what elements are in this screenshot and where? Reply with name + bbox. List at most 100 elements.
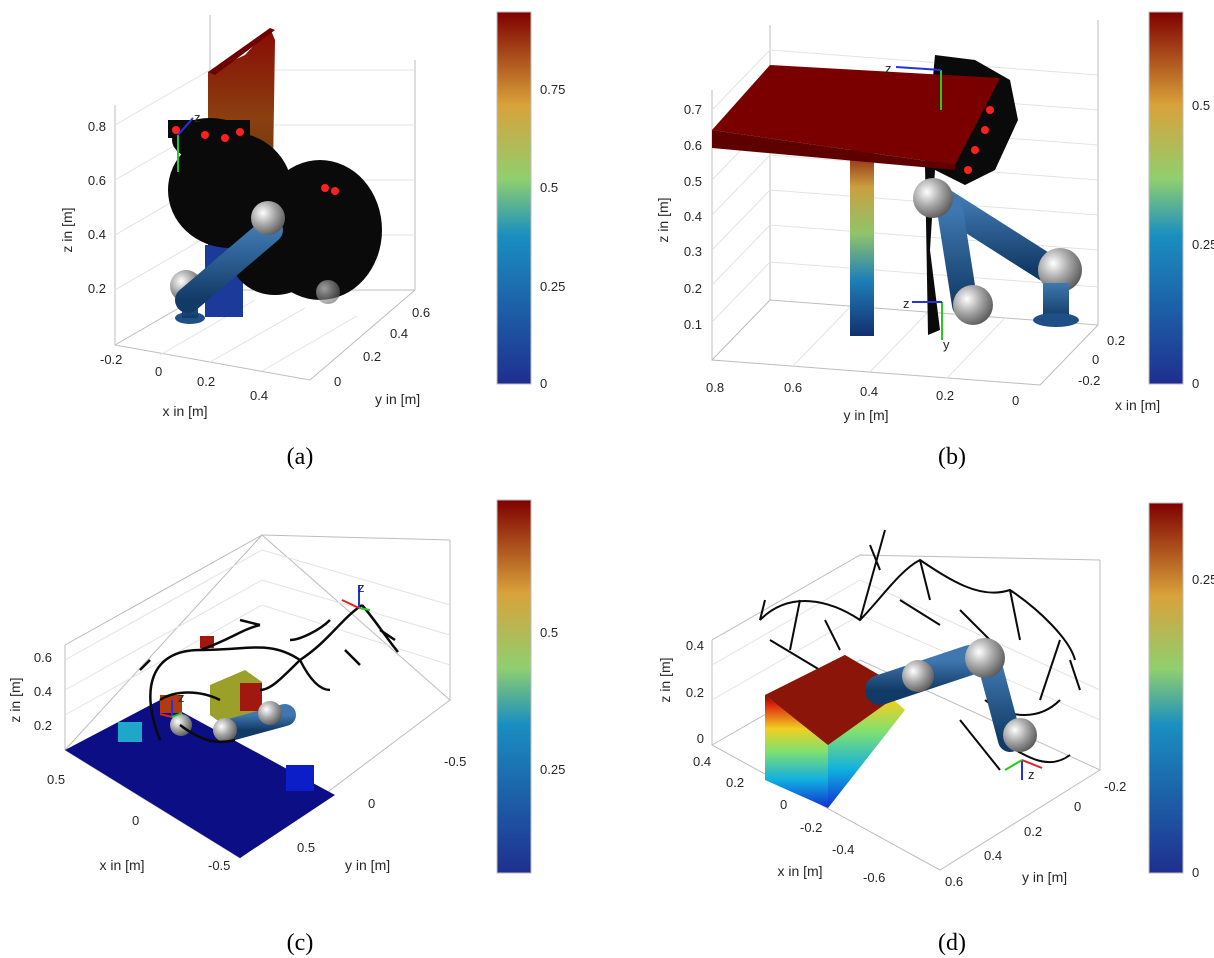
y-tick-label: 0 — [1012, 393, 1019, 408]
panel-a-colorbar: 0 0.25 0.5 0.75 — [496, 11, 565, 391]
y-tick-label: 0 — [368, 796, 375, 811]
z-tick-label: 0.6 — [34, 650, 52, 665]
x-tick-label: 0 — [1092, 352, 1099, 367]
robot-joint — [953, 285, 993, 325]
z-axis-label: z in [m] — [657, 657, 673, 702]
z-tick-label: 0.8 — [88, 119, 106, 134]
x-axis-label: x in [m] — [99, 857, 144, 873]
frame-label: z — [885, 61, 892, 76]
panel-caption: (a) — [287, 444, 314, 470]
z-tick-label: 0.2 — [686, 685, 704, 700]
x-tick-label: 0.2 — [726, 775, 744, 790]
panel-caption: (c) — [287, 930, 314, 956]
panel-c-y-axis: -0.5 0 0.5 y in [m] — [297, 754, 466, 873]
x-tick-label: -0.6 — [863, 870, 885, 885]
x-tick-label: 0 — [780, 797, 787, 812]
colorbar — [496, 11, 532, 385]
robot-base — [1033, 313, 1079, 327]
colorbar-tick-label: 0 — [1192, 865, 1199, 880]
obstacle-box-top — [765, 655, 905, 745]
x-tick-label: 0.4 — [250, 388, 268, 403]
x-tick-label: 0 — [155, 364, 162, 379]
table-top — [712, 65, 1000, 165]
robot-joint — [965, 638, 1005, 678]
x-tick-label: 0.2 — [197, 374, 215, 389]
z-tick-label: 0.7 — [684, 102, 702, 117]
y-tick-label: -0.2 — [1104, 779, 1126, 794]
panel-b-y-axis: 0.8 0.6 0.4 0.2 0 y in [m] — [706, 380, 1019, 423]
robot-joint — [258, 701, 282, 725]
x-tick-label: 0.2 — [1107, 333, 1125, 348]
frame-label: y — [943, 337, 950, 352]
panel-a-y-axis: 0 0.2 0.4 0.6 y in [m] — [334, 305, 430, 407]
x-tick-label: -0.2 — [800, 820, 822, 835]
colorbar-tick-label: 0.5 — [1192, 98, 1210, 113]
frame-label: z — [358, 580, 365, 595]
coordinate-frame: z — [1004, 759, 1043, 782]
robot-joint — [913, 178, 953, 218]
coordinate-frame: z — [341, 580, 371, 611]
panel-a: 0.2 0.4 0.6 0.8 z in [m] -0.2 0 0.2 0.4 … — [59, 11, 565, 470]
x-tick-label: 0 — [132, 813, 139, 828]
robot-link — [175, 217, 283, 313]
z-tick-label: 0.4 — [686, 638, 704, 653]
z-tick-label: 0.5 — [684, 174, 702, 189]
z-tick-label: 0.4 — [88, 227, 106, 242]
y-tick-label: -0.5 — [444, 754, 466, 769]
obstacle-box-side — [765, 695, 828, 808]
y-axis-label: y in [m] — [345, 857, 390, 873]
frame-label: z — [194, 110, 201, 125]
tree-path — [139, 603, 399, 744]
panel-a-scene: z — [168, 28, 382, 324]
y-tick-label: 0.4 — [860, 384, 878, 399]
z-tick-label: 0.6 — [684, 138, 702, 153]
panel-d-scene: z — [759, 529, 1081, 808]
robot-joint — [316, 280, 340, 304]
x-axis-label: x in [m] — [777, 863, 822, 879]
z-axis-label: z in [m] — [59, 207, 75, 252]
colorbar-tick-label: 0.75 — [540, 82, 565, 97]
z-tick-label: 0.2 — [34, 718, 52, 733]
point-cloud — [168, 118, 382, 300]
y-tick-label: 0.6 — [784, 380, 802, 395]
obstacle-wall-top — [208, 28, 275, 75]
panel-c-x-axis: 0.5 0 -0.5 x in [m] — [47, 772, 230, 873]
panel-a-z-axis: 0.2 0.4 0.6 0.8 z in [m] — [59, 119, 106, 296]
z-tick-label: 0.4 — [34, 684, 52, 699]
x-tick-label: -0.4 — [832, 842, 854, 857]
y-tick-label: 0.4 — [390, 326, 408, 341]
y-tick-label: 0.6 — [412, 305, 430, 320]
x-tick-label: 0.4 — [693, 754, 711, 769]
z-axis-label: z in [m] — [7, 677, 23, 722]
panel-b-z-axis: 0.1 0.2 0.3 0.4 0.5 0.6 0.7 z in [m] — [655, 102, 702, 332]
panel-caption: (d) — [938, 930, 966, 956]
y-tick-label: 0.5 — [297, 840, 315, 855]
z-tick-label: 0.6 — [88, 173, 106, 188]
panel-d-y-axis: -0.2 0 0.2 0.4 0.6 y in [m] — [945, 779, 1126, 889]
table-leg — [850, 150, 874, 336]
robot-joint — [251, 201, 285, 235]
colorbar — [1148, 11, 1184, 385]
robot-joint — [902, 660, 934, 692]
panel-b: 0.1 0.2 0.3 0.4 0.5 0.6 0.7 z in [m] 0.8… — [655, 11, 1214, 470]
y-axis-label: y in [m] — [843, 407, 888, 423]
colorbar-tick-label: 0.25 — [540, 762, 565, 777]
z-tick-label: 0 — [697, 731, 704, 746]
z-axis-label: z in [m] — [655, 197, 671, 242]
colorbar-tick-label: 0.25 — [540, 279, 565, 294]
panel-c-scene: z z — [65, 580, 399, 858]
x-tick-label: -0.2 — [100, 352, 122, 367]
panel-a-x-axis: -0.2 0 0.2 0.4 x in [m] — [100, 352, 268, 419]
y-axis-label: y in [m] — [375, 391, 420, 407]
panel-d-x-axis: 0.4 0.2 0 -0.2 -0.4 -0.6 x in [m] — [693, 754, 885, 885]
y-tick-label: 0.2 — [363, 349, 381, 364]
panel-caption: (b) — [938, 444, 966, 470]
y-tick-label: 0 — [334, 374, 341, 389]
coordinate-frame: z — [159, 690, 185, 718]
colorbar-tick-label: 0.25 — [1192, 572, 1214, 587]
z-tick-label: 0.2 — [684, 281, 702, 296]
y-tick-label: 0.4 — [984, 848, 1002, 863]
y-tick-label: 0.6 — [945, 874, 963, 889]
panel-c-z-axis: 0.2 0.4 0.6 z in [m] — [7, 650, 52, 733]
frame-label: z — [1028, 767, 1035, 782]
